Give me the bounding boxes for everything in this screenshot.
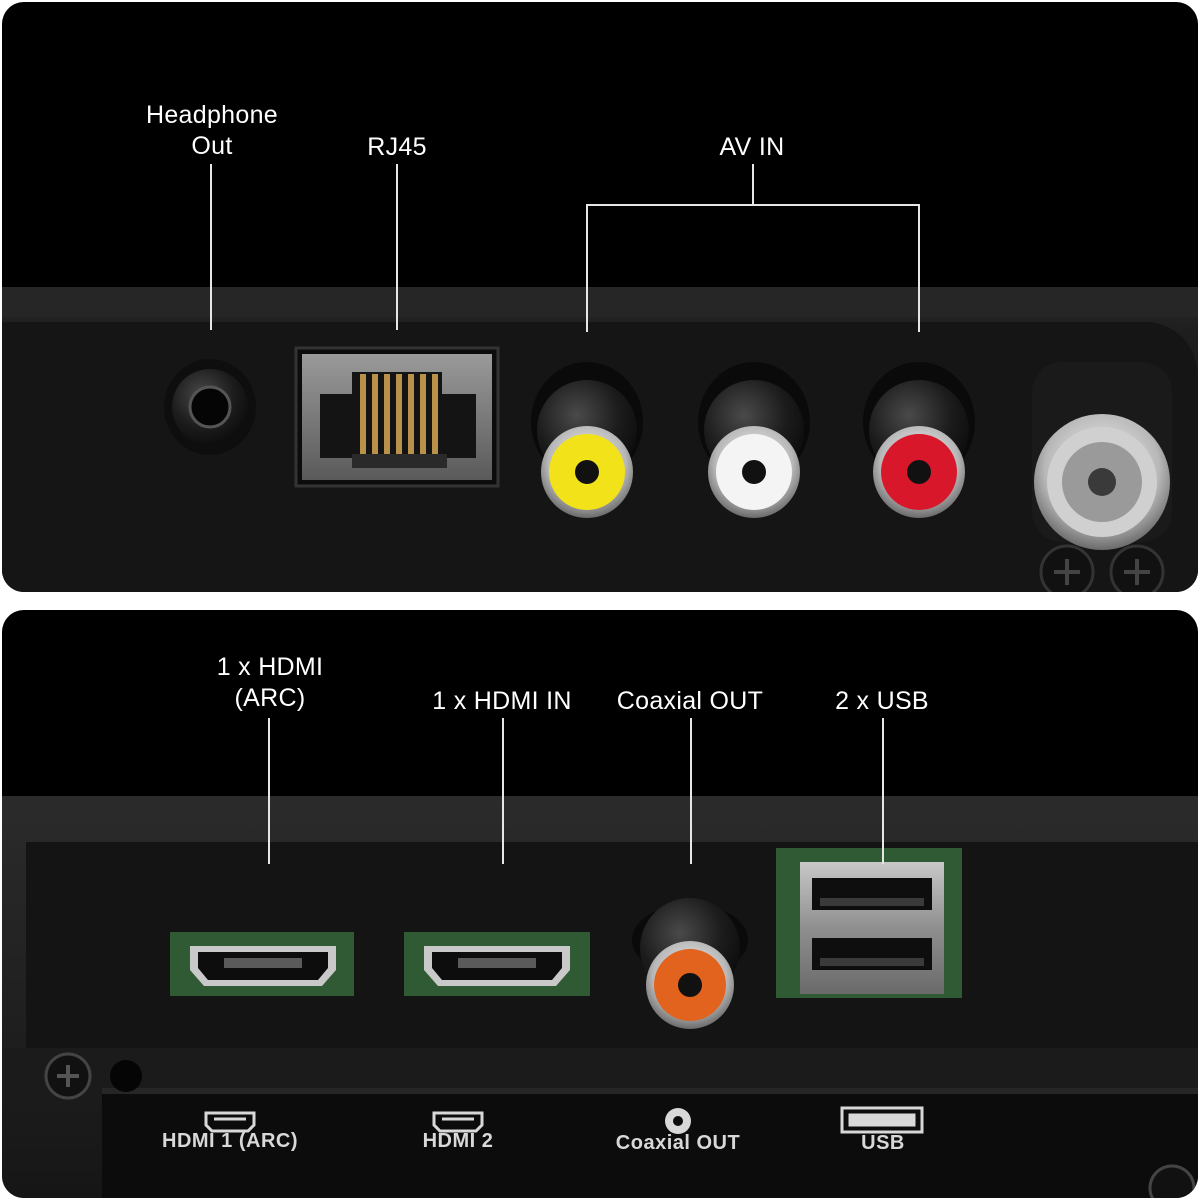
label-hdmi-arc: 1 x HDMI (ARC) [216, 653, 324, 712]
screw-icon [1039, 544, 1165, 592]
leader-av-in-bracket [586, 204, 920, 206]
antenna-coax-connector [1032, 362, 1172, 550]
rca-left-audio-jack [698, 362, 810, 518]
hdmi-arc-port [170, 932, 354, 996]
bottom-connector-panel-photo: 1 x HDMI (ARC) 1 x HDMI IN Coaxial OUT 2… [2, 610, 1198, 1198]
coaxial-icon [665, 1108, 691, 1134]
rca-right-audio-jack [863, 362, 975, 518]
top-connector-panel-photo: Headphone Out RJ45 AV IN [2, 2, 1198, 592]
silkscreen-coaxial: Coaxial OUT [615, 1132, 741, 1154]
label-usb: 2 x USB [835, 687, 929, 715]
label-av-in: AV IN [719, 133, 785, 161]
leader-rj45 [396, 164, 398, 330]
usb-dual-port [776, 848, 962, 998]
headphone-jack [164, 359, 256, 455]
silkscreen-usb: USB [861, 1132, 905, 1154]
leader-hdmi-in [502, 718, 504, 864]
bottom-panel-illustration [2, 796, 1198, 1198]
rca-video-jack [531, 362, 643, 518]
leader-av-in-right [918, 204, 920, 332]
leader-coaxial [690, 718, 692, 864]
usb-icon [840, 1106, 924, 1134]
top-panel-illustration [2, 287, 1198, 592]
hdmi-icon [432, 1111, 484, 1133]
label-coaxial-out: Coaxial OUT [616, 687, 764, 715]
coaxial-out-jack [632, 898, 748, 1029]
rj45-port [294, 346, 500, 488]
leader-av-in-stem [752, 164, 754, 206]
silkscreen-hdmi2: HDMI 2 [422, 1130, 494, 1152]
hdmi-icon [204, 1111, 256, 1133]
label-rj45: RJ45 [367, 133, 427, 161]
leader-headphone [210, 164, 212, 330]
leader-usb [882, 718, 884, 864]
label-hdmi-in: 1 x HDMI IN [432, 687, 572, 715]
hdmi-in-port [404, 932, 590, 996]
leader-hdmi-arc [268, 718, 270, 864]
label-headphone-out: Headphone Out [146, 101, 278, 160]
screw-icon [44, 1052, 1196, 1198]
leader-av-in-left [586, 204, 588, 332]
silkscreen-hdmi1: HDMI 1 (ARC) [162, 1130, 298, 1152]
